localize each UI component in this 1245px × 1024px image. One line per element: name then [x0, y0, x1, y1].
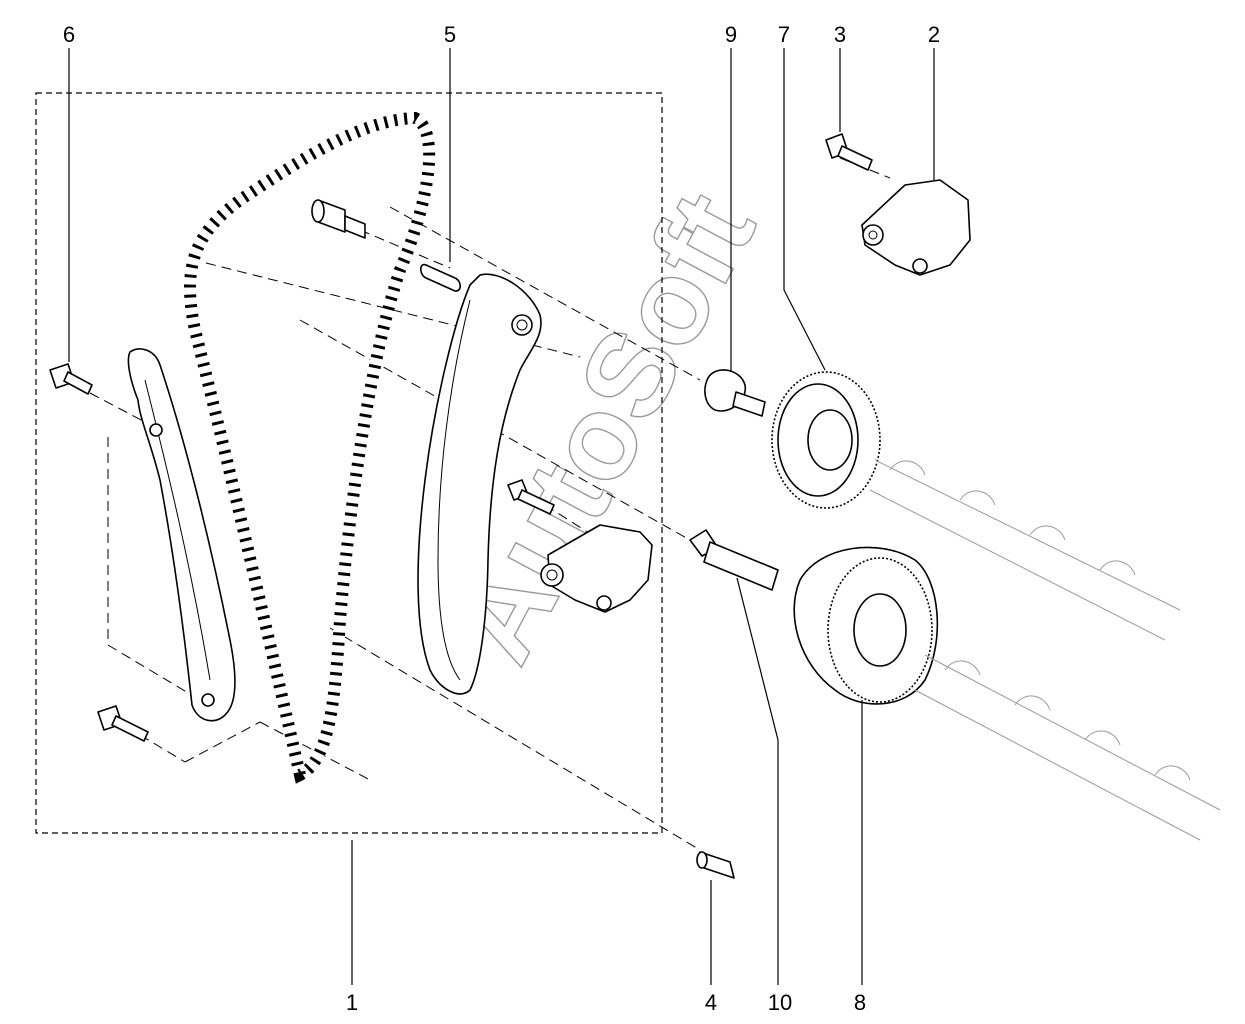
- callout-10: 10: [768, 990, 792, 1015]
- bolt-lower-left: [97, 705, 149, 742]
- timing-chain: [184, 111, 436, 784]
- callout-3: 3: [834, 22, 846, 47]
- chain-guide-left: [127, 348, 236, 722]
- camshaft-sprocket-7: [771, 371, 881, 509]
- camshafts-ghost: [869, 459, 1221, 841]
- callout-4: 4: [705, 990, 717, 1015]
- callout-2: 2: [928, 22, 940, 47]
- bolt-3: [825, 133, 873, 171]
- tensioner-2: [861, 179, 971, 276]
- camshaft-phaser-8: [793, 546, 939, 705]
- bolt-9: [704, 369, 766, 417]
- timing-kit-boundary: [35, 92, 663, 834]
- callout-5: 5: [444, 22, 456, 47]
- callout-7: 7: [778, 22, 790, 47]
- callout-9: 9: [725, 22, 737, 47]
- callout-1: 1: [346, 990, 358, 1015]
- dowel-4: [696, 851, 735, 879]
- callout-8: 8: [854, 990, 866, 1015]
- chain-tensioner: [507, 479, 653, 613]
- leader-lines: [68, 48, 935, 985]
- guide-stud: [311, 199, 366, 239]
- bolt-10: [689, 529, 779, 591]
- callout-6: 6: [63, 22, 75, 47]
- guide-pin: [419, 263, 462, 292]
- bolt-6: [49, 363, 93, 395]
- chain-guide-right: [417, 273, 542, 695]
